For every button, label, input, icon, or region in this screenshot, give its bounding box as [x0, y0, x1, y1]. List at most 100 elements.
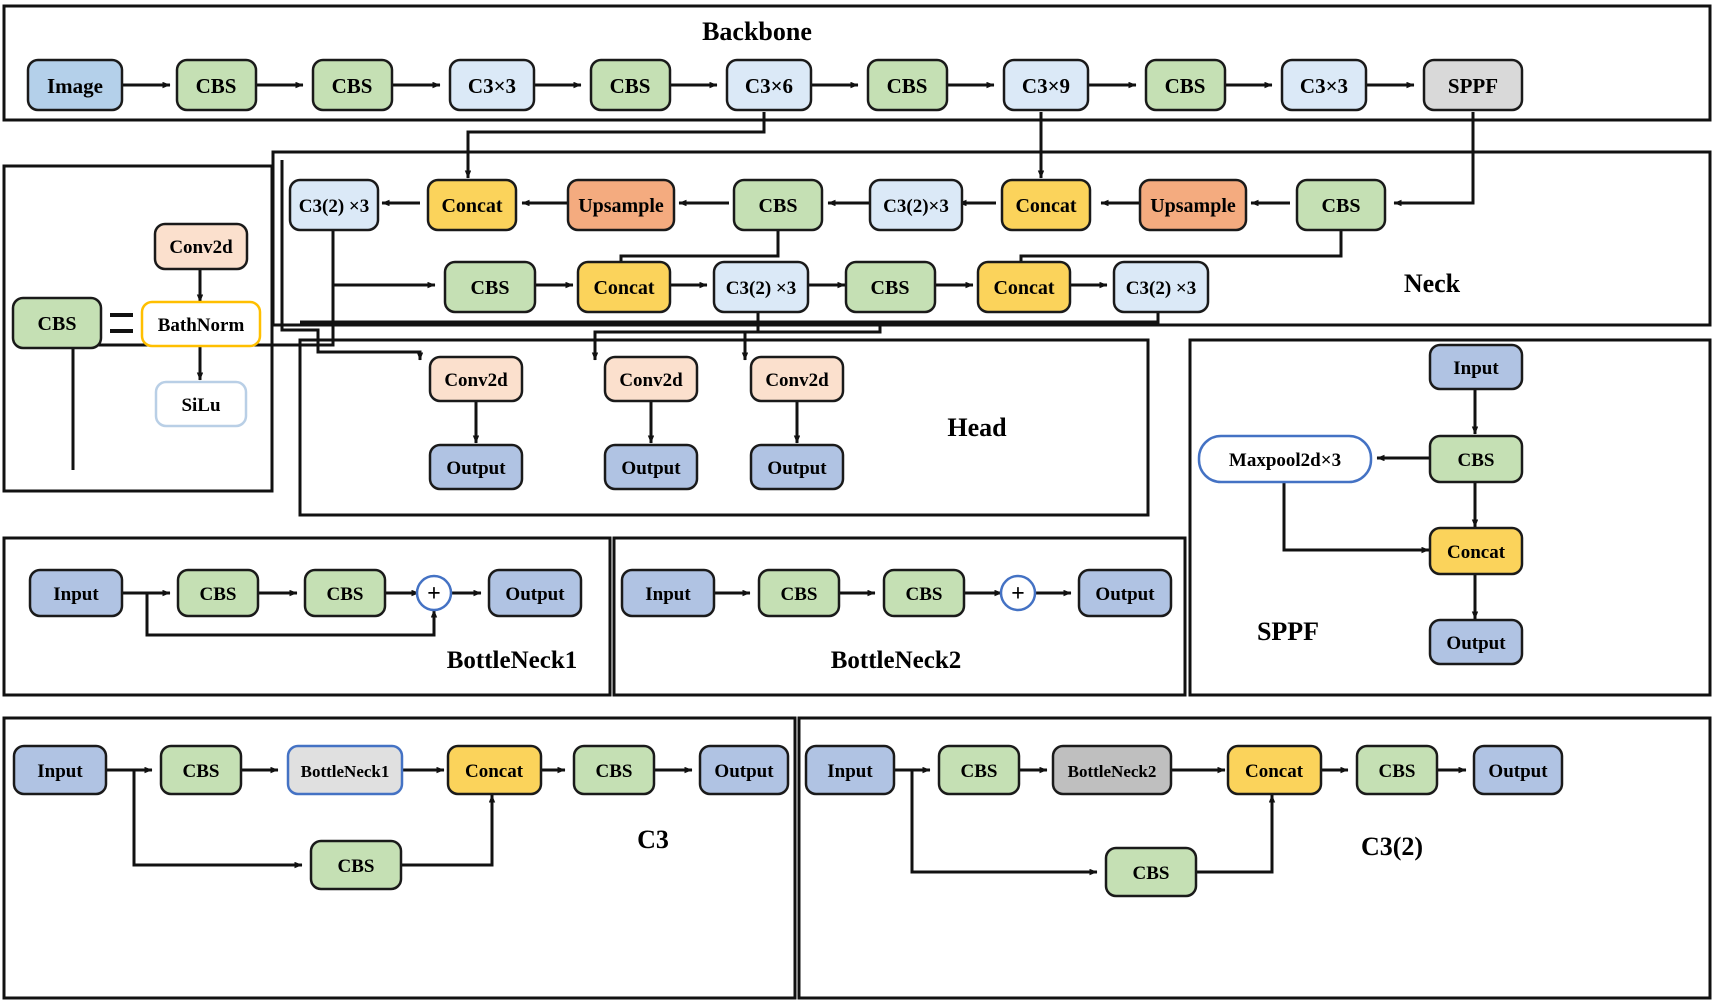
c3-in[interactable]: Input [12, 744, 108, 796]
c32-cbs1-label: CBS [961, 761, 998, 782]
bb-cbs2[interactable]: CBS [311, 58, 394, 112]
hd-conv2[interactable]: Conv2d [603, 355, 699, 403]
b1-plus[interactable]: + [415, 574, 453, 612]
b1-cbs1-label: CBS [200, 584, 237, 605]
bb-c3x3b[interactable]: C3×3 [1280, 58, 1368, 112]
b1-cbs1[interactable]: CBS [176, 568, 260, 618]
nk-c3t2-label: C3(2)×3 [883, 196, 949, 217]
cd-bn-label: BathNorm [158, 315, 245, 336]
c32-bn2[interactable]: BottleNeck2 [1051, 744, 1173, 796]
c3-frame [2, 716, 797, 1000]
nk-c3b2[interactable]: C3(2) ×3 [1112, 260, 1210, 314]
nk-cat2-label: Concat [1015, 195, 1076, 217]
edge-c3-cbs3-to-cat [401, 794, 496, 867]
bb-c3x9[interactable]: C3×9 [1002, 58, 1090, 112]
sp-concat-label: Concat [1447, 542, 1506, 563]
c32-out[interactable]: Output [1472, 744, 1564, 796]
cd-conv[interactable]: Conv2d [153, 222, 249, 271]
nk-c3t2[interactable]: C3(2)×3 [868, 178, 964, 232]
bb-c3x6[interactable]: C3×6 [725, 58, 813, 112]
c32-cbs1[interactable]: CBS [937, 744, 1021, 796]
nk-cbs4[interactable]: CBS [844, 260, 937, 314]
c32-cat-label: Concat [1245, 761, 1304, 782]
edge-c3-split-to-cbs3 [132, 770, 303, 869]
b1-in-label: Input [53, 584, 99, 605]
cd-silu[interactable]: SiLu [154, 380, 248, 428]
nk-c3t1[interactable]: C3(2) ×3 [288, 178, 380, 232]
rail-neck-left-outer [280, 160, 424, 361]
c32-cbs3[interactable]: CBS [1104, 846, 1198, 898]
bb-cbs4[interactable]: CBS [866, 58, 949, 112]
bottleneck1-frame [2, 536, 612, 697]
c3-cbs1[interactable]: CBS [159, 744, 243, 796]
hd-conv3-label: Conv2d [765, 370, 829, 391]
b1-cbs2[interactable]: CBS [303, 568, 387, 618]
hd-out3-label: Output [767, 458, 827, 479]
hd-out1[interactable]: Output [428, 443, 524, 491]
edge-c32-cbs3-to-cat [1196, 794, 1276, 874]
bb-sppf[interactable]: SPPF [1422, 58, 1524, 112]
nk-cat4[interactable]: Concat [976, 260, 1072, 314]
nk-ups1-label: Upsample [578, 195, 664, 217]
b2-out-label: Output [1095, 584, 1155, 605]
nk-cbs3[interactable]: CBS [443, 260, 537, 314]
nk-ups2[interactable]: Upsample [1138, 178, 1248, 232]
bb-cbs4-label: CBS [887, 74, 928, 98]
b2-out[interactable]: Output [1077, 568, 1173, 618]
edge-sppf-maxpool-concat [1282, 480, 1430, 554]
nk-cbs2[interactable]: CBS [1295, 178, 1387, 232]
b2-in[interactable]: Input [620, 568, 716, 618]
nk-cbs1[interactable]: CBS [732, 178, 824, 232]
b2-cbs2[interactable]: CBS [882, 568, 966, 618]
sp-input-label: Input [1453, 358, 1499, 379]
b2-plus[interactable]: + [999, 574, 1037, 612]
cd-cbs[interactable]: CBS [11, 296, 103, 350]
b2-cbs2-label: CBS [906, 584, 943, 605]
bb-image[interactable]: Image [26, 58, 124, 112]
sp-input[interactable]: Input [1428, 343, 1524, 391]
nk-c3t1-label: C3(2) ×3 [299, 196, 369, 217]
c3-bn1[interactable]: BottleNeck1 [286, 744, 404, 796]
c32-in[interactable]: Input [804, 744, 896, 796]
c3-cbs3[interactable]: CBS [309, 839, 403, 891]
nk-ups1[interactable]: Upsample [566, 178, 676, 232]
c3-cbs2[interactable]: CBS [572, 744, 656, 796]
c32-cbs2[interactable]: CBS [1355, 744, 1439, 796]
bb-cbs5-label: CBS [1165, 74, 1206, 98]
hd-conv3[interactable]: Conv2d [749, 355, 845, 403]
b1-in[interactable]: Input [28, 568, 124, 618]
nk-cat2[interactable]: Concat [1000, 178, 1092, 232]
c3-out-label: Output [714, 761, 774, 782]
b1-plus-label: + [427, 581, 441, 607]
hd-out3[interactable]: Output [749, 443, 845, 491]
cd-cbs-label: CBS [38, 313, 77, 335]
bb-c3x3b-label: C3×3 [1300, 74, 1348, 98]
sp-cbs[interactable]: CBS [1428, 434, 1524, 484]
bb-cbs5[interactable]: CBS [1144, 58, 1227, 112]
edge-c3t1-to-cbs3 [331, 230, 436, 289]
c3-out[interactable]: Output [698, 744, 790, 796]
nk-c3b1-label: C3(2) ×3 [726, 278, 796, 299]
sp-maxpool[interactable]: Maxpool2d×3 [1197, 434, 1373, 484]
edge-c3x6-to-concat1 [464, 112, 766, 179]
nk-cat3-label: Concat [593, 277, 654, 299]
nk-cat1[interactable]: Concat [426, 178, 518, 232]
bb-cbs1[interactable]: CBS [175, 58, 258, 112]
b1-out[interactable]: Output [487, 568, 583, 618]
b2-cbs1[interactable]: CBS [757, 568, 841, 618]
sp-concat[interactable]: Concat [1428, 526, 1524, 576]
cd-bn[interactable]: BathNorm [140, 300, 262, 348]
bb-cbs3[interactable]: CBS [589, 58, 672, 112]
bb-image-label: Image [47, 74, 103, 98]
sp-output[interactable]: Output [1428, 618, 1524, 666]
c3-cat[interactable]: Concat [446, 744, 543, 796]
bb-c3x3a[interactable]: C3×3 [448, 58, 536, 112]
c32-cat[interactable]: Concat [1226, 744, 1323, 796]
bb-c3x9-label: C3×9 [1022, 74, 1070, 98]
nk-c3b1[interactable]: C3(2) ×3 [712, 260, 810, 314]
hd-conv1[interactable]: Conv2d [428, 355, 524, 403]
hd-out2[interactable]: Output [603, 443, 699, 491]
c3-title: C3 [637, 825, 669, 854]
bb-sppf-label: SPPF [1448, 74, 1498, 98]
nk-cat3[interactable]: Concat [576, 260, 672, 314]
